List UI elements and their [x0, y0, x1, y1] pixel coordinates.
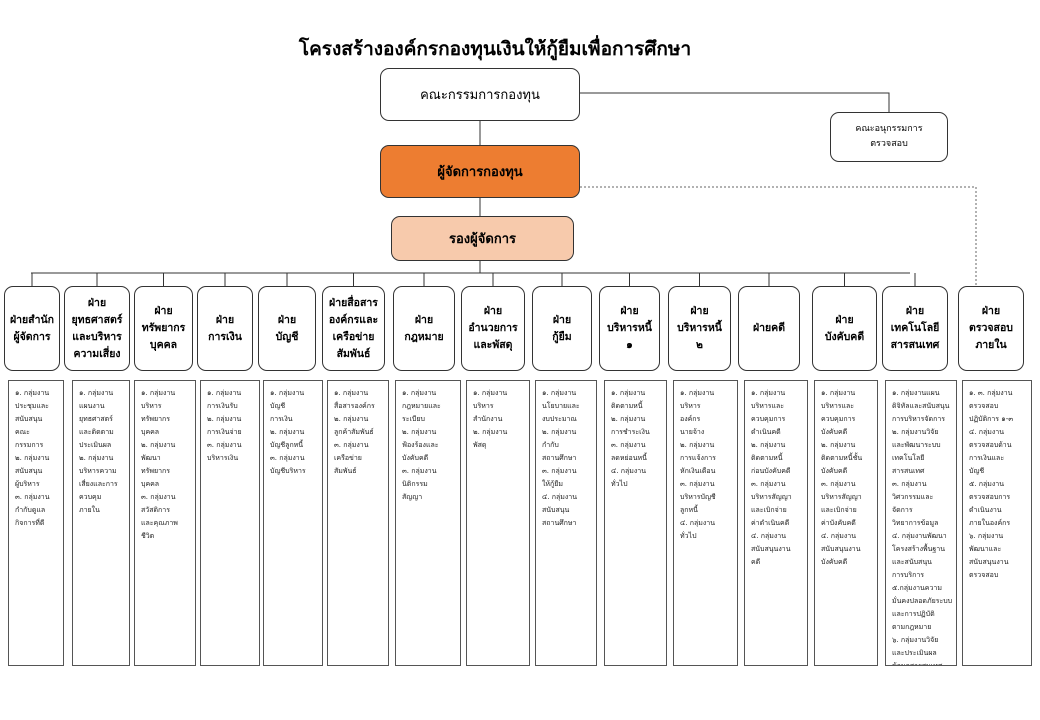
subcommittee-box: คณะอนุกรรมการ ตรวจสอบ — [830, 112, 948, 162]
task-list-hr: ๑. กลุ่มงาน บริหาร ทรัพยากร บุคคล ๒. กลุ… — [134, 380, 196, 666]
task-list-strategy: ๑. กลุ่มงาน แผนงาน ยุทธศาสตร์ และติดตาม … — [72, 380, 130, 666]
division-box-strategy: ฝ่าย ยุทธศาสตร์ และบริหาร ความเสี่ยง — [64, 286, 130, 371]
division-box-debt1: ฝ่าย บริหารหนี้ ๑ — [599, 286, 660, 371]
task-list-debt1: ๑. กลุ่มงาน ติดตามหนี้ ๒. กลุ่มงาน การชำ… — [604, 380, 667, 666]
division-box-communication: ฝ่ายสื่อสาร องค์กรและ เครือข่าย สัมพันธ์ — [322, 286, 385, 371]
deputy-box: รองผู้จัดการ — [391, 216, 574, 261]
division-box-admin: ฝ่าย อำนวยการ และพัสดุ — [461, 286, 525, 371]
task-list-audit: ๑. ๓. กลุ่มงาน ตรวจสอบ ปฏิบัติการ ๑-๓ ๔.… — [962, 380, 1032, 666]
division-box-it: ฝ่าย เทคโนโลยี สารสนเทศ — [882, 286, 948, 371]
task-list-debt2: ๑. กลุ่มงาน บริหาร องค์กร นายจ้าง ๒. กลุ… — [673, 380, 738, 666]
division-drop-lines — [31, 273, 916, 286]
committee-subcommittee-connector — [580, 92, 890, 112]
committee-box: คณะกรรมการกองทุน — [380, 68, 580, 121]
task-list-loan: ๑. กลุ่มงาน นโยบายและ งบประมาณ ๒. กลุ่มง… — [535, 380, 597, 666]
division-box-finance: ฝ่าย การเงิน — [197, 286, 253, 371]
division-box-litigation: ฝ่ายคดี — [738, 286, 800, 371]
chart-title: โครงสร้างองค์กรกองทุนเงินให้กู้ยืมเพื่อก… — [298, 38, 692, 60]
task-list-litigation: ๑. กลุ่มงาน บริหารและ ควบคุมการ ดำเนินคด… — [744, 380, 808, 666]
task-list-office: ๑. กลุ่มงาน ประชุมและ สนับสนุน คณะ กรรมก… — [8, 380, 64, 666]
division-box-audit: ฝ่าย ตรวจสอบ ภายใน — [958, 286, 1024, 371]
task-list-it: ๑. กลุ่มงานแผน ดิจิทัลและสนับสนุน การบริ… — [885, 380, 957, 666]
division-box-loan: ฝ่าย กู้ยืม — [532, 286, 592, 371]
audit-dotted-connector — [580, 186, 977, 286]
division-box-debt2: ฝ่าย บริหารหนี้ ๒ — [668, 286, 731, 371]
task-list-enforcement: ๑. กลุ่มงาน บริหารและ ควบคุมการ บังคับคด… — [814, 380, 878, 666]
division-box-accounting: ฝ่าย บัญชี — [258, 286, 316, 371]
division-box-enforcement: ฝ่าย บังคับคดี — [812, 286, 877, 371]
division-box-legal: ฝ่าย กฎหมาย — [393, 286, 455, 371]
task-list-admin: ๑. กลุ่มงาน บริหาร สำนักงาน ๒. กลุ่มงาน … — [466, 380, 530, 666]
division-box-hr: ฝ่าย ทรัพยากร บุคคล — [134, 286, 193, 371]
task-list-accounting: ๑. กลุ่มงาน บัญชี การเงิน ๒. กลุ่มงาน บั… — [263, 380, 323, 666]
task-list-finance: ๑. กลุ่มงาน การเงินรับ ๒. กลุ่มงาน การเง… — [200, 380, 260, 666]
division-box-office: ฝ่ายสำนัก ผู้จัดการ — [4, 286, 60, 371]
manager-box: ผู้จัดการกองทุน — [380, 145, 580, 198]
task-list-legal: ๑. กลุ่มงาน กฎหมายและ ระเบียบ ๒. กลุ่มงา… — [395, 380, 461, 666]
task-list-communication: ๑. กลุ่มงาน สื่อสารองค์กร ๒. กลุ่มงาน ลู… — [327, 380, 389, 666]
